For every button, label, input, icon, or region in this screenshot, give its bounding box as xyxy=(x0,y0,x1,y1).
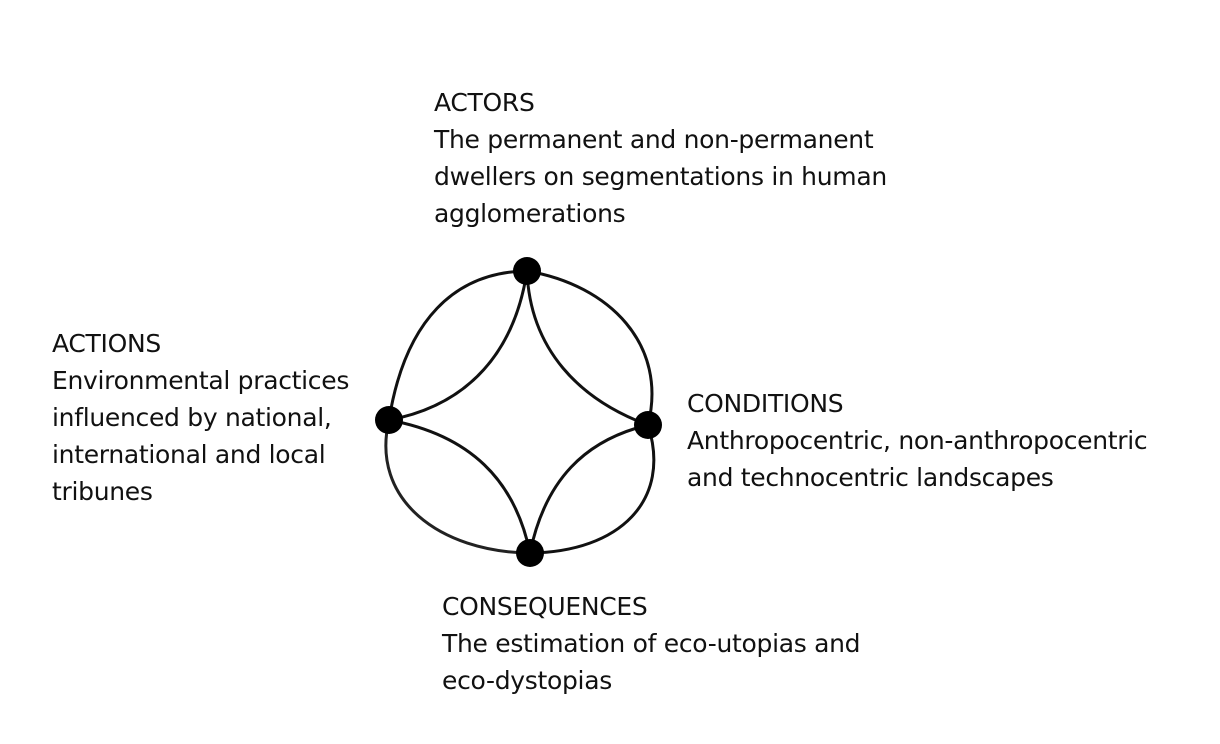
node-consequences xyxy=(516,539,544,567)
actors-description-line: The permanent and non-permanent xyxy=(434,125,874,154)
actions-description-line: international and local xyxy=(52,440,326,469)
inner-arc-actions-actors xyxy=(388,270,529,422)
actions-description-line: influenced by national, xyxy=(52,403,332,432)
actions-description-line: tribunes xyxy=(52,477,153,506)
outer-arc-consequences-actions xyxy=(384,419,531,555)
actors-description-line: agglomerations xyxy=(434,199,626,228)
conditions-description-line: and technocentric landscapes xyxy=(687,463,1054,492)
actions-label-block: ACTIONS Environmental practices influenc… xyxy=(52,325,349,510)
consequences-heading: CONSEQUENCES xyxy=(442,592,648,621)
conditions-heading: CONDITIONS xyxy=(687,389,844,418)
actors-heading: ACTORS xyxy=(434,88,535,117)
outer-arc-actors-conditions xyxy=(526,269,654,426)
node-actors xyxy=(513,257,541,285)
outer-arc-conditions-consequences xyxy=(529,424,656,555)
actions-heading: ACTIONS xyxy=(52,329,161,358)
inner-arc-consequences-actions xyxy=(388,418,532,554)
consequences-description-line: eco-dystopias xyxy=(442,666,612,695)
conditions-label-block: CONDITIONS Anthropocentric, non-anthropo… xyxy=(687,385,1148,496)
actors-description-line: dwellers on segmentations in human xyxy=(434,162,887,191)
actions-description-line: Environmental practices xyxy=(52,366,350,395)
node-conditions xyxy=(634,411,662,439)
inner-arc-conditions-consequences xyxy=(528,423,649,554)
conditions-description-line: Anthropocentric, non-anthropocentric xyxy=(687,426,1148,455)
node-actions xyxy=(375,406,403,434)
actors-label-block: ACTORS The permanent and non-permanent d… xyxy=(434,84,887,232)
consequences-description-line: The estimation of eco-utopias and xyxy=(442,629,861,658)
outer-arc-actions-actors xyxy=(387,269,528,421)
consequences-label-block: CONSEQUENCES The estimation of eco-utopi… xyxy=(442,588,861,699)
inner-arc-actors-conditions xyxy=(525,270,649,427)
